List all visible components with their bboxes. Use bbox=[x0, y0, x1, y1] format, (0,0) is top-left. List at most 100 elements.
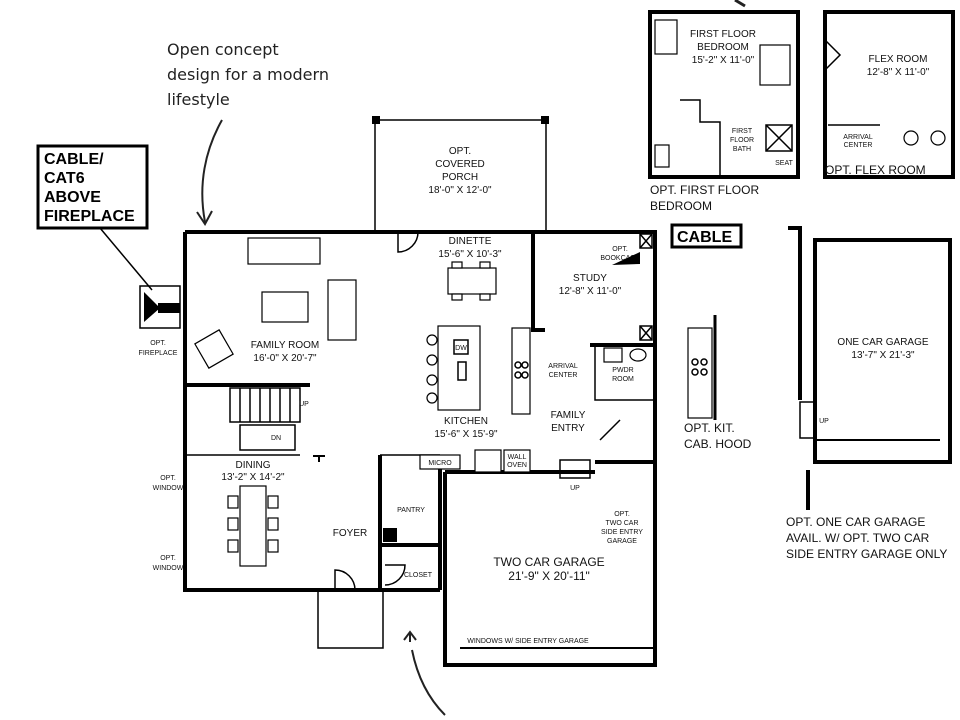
column bbox=[383, 528, 397, 542]
arrow-head-icon bbox=[403, 630, 417, 642]
burner-icon bbox=[700, 358, 708, 366]
inset-room-label: FIRST FLOOR bbox=[690, 29, 756, 40]
burner-icon bbox=[691, 358, 699, 366]
doors bbox=[334, 231, 621, 591]
fireplace-icon bbox=[144, 292, 160, 322]
porch-label: COVERED bbox=[435, 159, 484, 170]
chair-icon bbox=[479, 293, 491, 301]
exterior-wall bbox=[185, 230, 657, 462]
stair-down-label: DN bbox=[271, 435, 281, 442]
shower-icon bbox=[765, 124, 793, 152]
dinette-dims: 15'-6" X 10'-3" bbox=[438, 249, 502, 260]
armchair-icon bbox=[194, 329, 234, 369]
family-room-name: FAMILY ROOM bbox=[251, 340, 320, 351]
porch-post bbox=[372, 116, 380, 124]
stool-icon bbox=[426, 392, 438, 404]
bath-label: BATH bbox=[733, 146, 751, 153]
burner-icon bbox=[700, 368, 708, 376]
stool-icon bbox=[426, 354, 438, 366]
open-concept-annotation: Open concept design for a modern lifesty… bbox=[167, 40, 329, 226]
dining-room: DINING 13'-2" X 14'-2" OPT. WINDOW OPT. … bbox=[153, 455, 325, 572]
callout-line: FIREPLACE bbox=[44, 208, 135, 225]
stool-icon bbox=[426, 374, 438, 386]
toilet-icon bbox=[903, 130, 919, 146]
shower-x-mark bbox=[765, 124, 793, 152]
exterior-wall bbox=[183, 232, 440, 592]
door-swing-icon bbox=[599, 419, 621, 441]
callout-box bbox=[36, 144, 149, 230]
side-entry-label: GARAGE bbox=[607, 538, 637, 545]
inset-room-label: BEDROOM bbox=[697, 42, 749, 53]
opt-window-label: OPT. bbox=[160, 475, 176, 482]
foyer-label: FOYER bbox=[333, 528, 367, 539]
chair-icon bbox=[451, 293, 463, 301]
garage-steps bbox=[799, 401, 817, 439]
garage-name: TWO CAR GARAGE bbox=[493, 555, 604, 569]
kitchen: DW KITCHEN 15'-6" X 15'-9" MICRO WALL OV… bbox=[419, 325, 531, 473]
opt-window-label: WINDOW bbox=[153, 565, 184, 572]
garage-steps bbox=[559, 459, 591, 479]
side-entry-label: SIDE ENTRY bbox=[601, 529, 643, 536]
inset-room-dims: 13'-7" X 21'-3" bbox=[851, 350, 915, 361]
annotation-arrow bbox=[201, 119, 223, 223]
porch-label: OPT. bbox=[449, 146, 471, 157]
inset-room-dims: 12'-8" X 11'-0" bbox=[867, 67, 930, 78]
inset-caption: CAB. HOOD bbox=[684, 437, 752, 451]
garage-wall bbox=[443, 460, 657, 667]
garage-wall bbox=[788, 226, 802, 400]
side-entry-label: OPT. bbox=[614, 511, 630, 518]
bath-label: FIRST bbox=[732, 128, 753, 135]
pantry-label: PANTRY bbox=[397, 507, 425, 514]
family-room-dims: 16'-0" X 20'-7" bbox=[253, 353, 317, 364]
fireplace-label: OPT. bbox=[150, 340, 166, 347]
opt-fireplace: OPT. FIREPLACE bbox=[139, 285, 181, 357]
inset-caption: OPT. ONE CAR GARAGE bbox=[786, 515, 925, 529]
door-swing-icon bbox=[384, 564, 406, 586]
chair-icon bbox=[227, 495, 239, 509]
seat-label: SEAT bbox=[775, 160, 793, 167]
counter-icon bbox=[511, 327, 531, 415]
porch-label: PORCH bbox=[442, 172, 478, 183]
chair-icon bbox=[267, 517, 279, 531]
dw-label: DW bbox=[455, 345, 467, 352]
chair-icon bbox=[267, 539, 279, 553]
inset-caption: OPT. FIRST FLOOR bbox=[650, 183, 759, 197]
inset-caption: BEDROOM bbox=[650, 199, 712, 213]
stool-icon bbox=[426, 334, 438, 346]
opt-window-label: OPT. bbox=[160, 555, 176, 562]
family-entry-label: ENTRY bbox=[551, 423, 585, 434]
sink-icon bbox=[629, 348, 647, 362]
window-bay-icon bbox=[824, 39, 842, 71]
garage-wall bbox=[813, 238, 952, 464]
sink-icon bbox=[930, 130, 946, 146]
chair-icon bbox=[227, 539, 239, 553]
inset-frame bbox=[823, 10, 955, 179]
arrival-center-label: ARRIVAL bbox=[548, 363, 578, 370]
inset-room-label: FLEX ROOM bbox=[869, 54, 928, 65]
inset-frame bbox=[648, 10, 800, 179]
kitchen-name: KITCHEN bbox=[444, 416, 488, 427]
pwdr-label: ROOM bbox=[612, 376, 634, 383]
annotation-arrow bbox=[411, 649, 446, 716]
porch-dimensions: 18'-0" X 12'-0" bbox=[428, 185, 492, 196]
stair-treads bbox=[239, 388, 291, 422]
callout-line: CAT6 bbox=[44, 170, 85, 187]
porch-post bbox=[541, 116, 549, 124]
arrival-label: CENTER bbox=[844, 142, 873, 149]
arrival-label: ARRIVAL bbox=[843, 134, 873, 141]
toilet-icon bbox=[603, 347, 623, 363]
burner-icon bbox=[514, 361, 522, 369]
door-swing-icon bbox=[334, 569, 356, 591]
loveseat-icon bbox=[327, 279, 357, 341]
window-x-mark bbox=[639, 325, 653, 341]
arrow-head-icon bbox=[734, 0, 746, 8]
annotation-line: lifestyle bbox=[167, 90, 230, 109]
study-wall bbox=[531, 232, 545, 332]
staircase: UP DN bbox=[229, 387, 309, 451]
sink-icon bbox=[457, 361, 467, 381]
cable-conduit bbox=[158, 303, 180, 313]
cable-label: CABLE bbox=[677, 229, 732, 246]
inset-caption: OPT. FLEX ROOM bbox=[825, 163, 926, 177]
study: STUDY 12'-8" X 11'-0" OPT. BOOKCASE bbox=[559, 233, 653, 341]
